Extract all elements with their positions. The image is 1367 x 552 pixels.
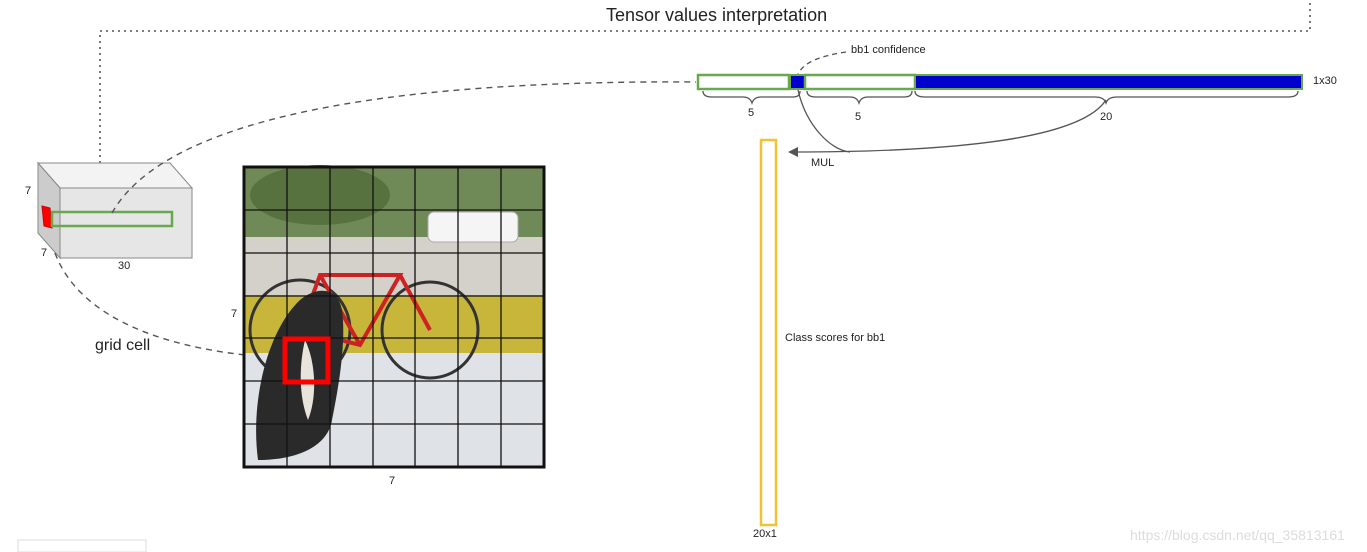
vector-bb1-confidence [789,74,806,90]
grid-cell-highlight [282,336,331,385]
tensor-cube [36,161,194,260]
cube-width-label: 7 [41,247,48,259]
bb1-confidence-label: bb1 confidence [851,44,926,56]
class-scores-label: Class scores for bb1 [785,332,886,344]
vector-class-probs [914,74,1303,90]
brace-segment-1 [702,90,801,106]
mul-arrow-from-confidence [797,89,851,153]
cube-top-face [36,162,194,189]
segment-label-1: 5 [748,107,755,119]
vector-braces [702,90,1299,106]
segment-label-2: 5 [855,111,862,123]
brace-segment-3 [914,90,1299,106]
grid-cell-dashed-connector [54,252,283,359]
vector-bb1-box [696,73,791,91]
vector-bb2-box [803,73,917,91]
class-scores-column [759,138,778,527]
vector-shape-label: 1x30 [1313,75,1337,87]
mul-arrow-from-classes [791,99,1107,153]
class-scores-shape-label: 20x1 [753,528,777,540]
cube-depth-label: 30 [118,260,131,272]
watermark-text: https://blog.csdn.net/qq_35813161 [1130,527,1345,543]
cube-height-label: 7 [25,185,32,197]
cube-front-face [59,187,193,259]
image-dog [256,290,344,460]
image-car [427,211,519,243]
grid-cell-label: grid cell [95,337,151,354]
image-panel [242,165,546,469]
image-border [242,165,546,469]
tensor-vector-bar [696,73,1303,91]
segment-label-3: 20 [1100,111,1113,123]
bb1-confidence-leader [797,51,847,75]
image-bike-front-wheel [380,280,480,380]
cube-red-cell [41,205,53,229]
bottom-left-fragment [17,539,147,552]
brace-segment-2 [806,90,913,106]
grid-rows-label: 7 [231,308,238,320]
grid-cols-label: 7 [389,475,396,487]
diagram-title: Tensor values interpretation [606,5,828,25]
mul-arrowhead [788,147,798,157]
title-dotted-connector [99,0,1311,163]
image-tree [250,165,390,225]
mul-label: MUL [811,157,835,169]
